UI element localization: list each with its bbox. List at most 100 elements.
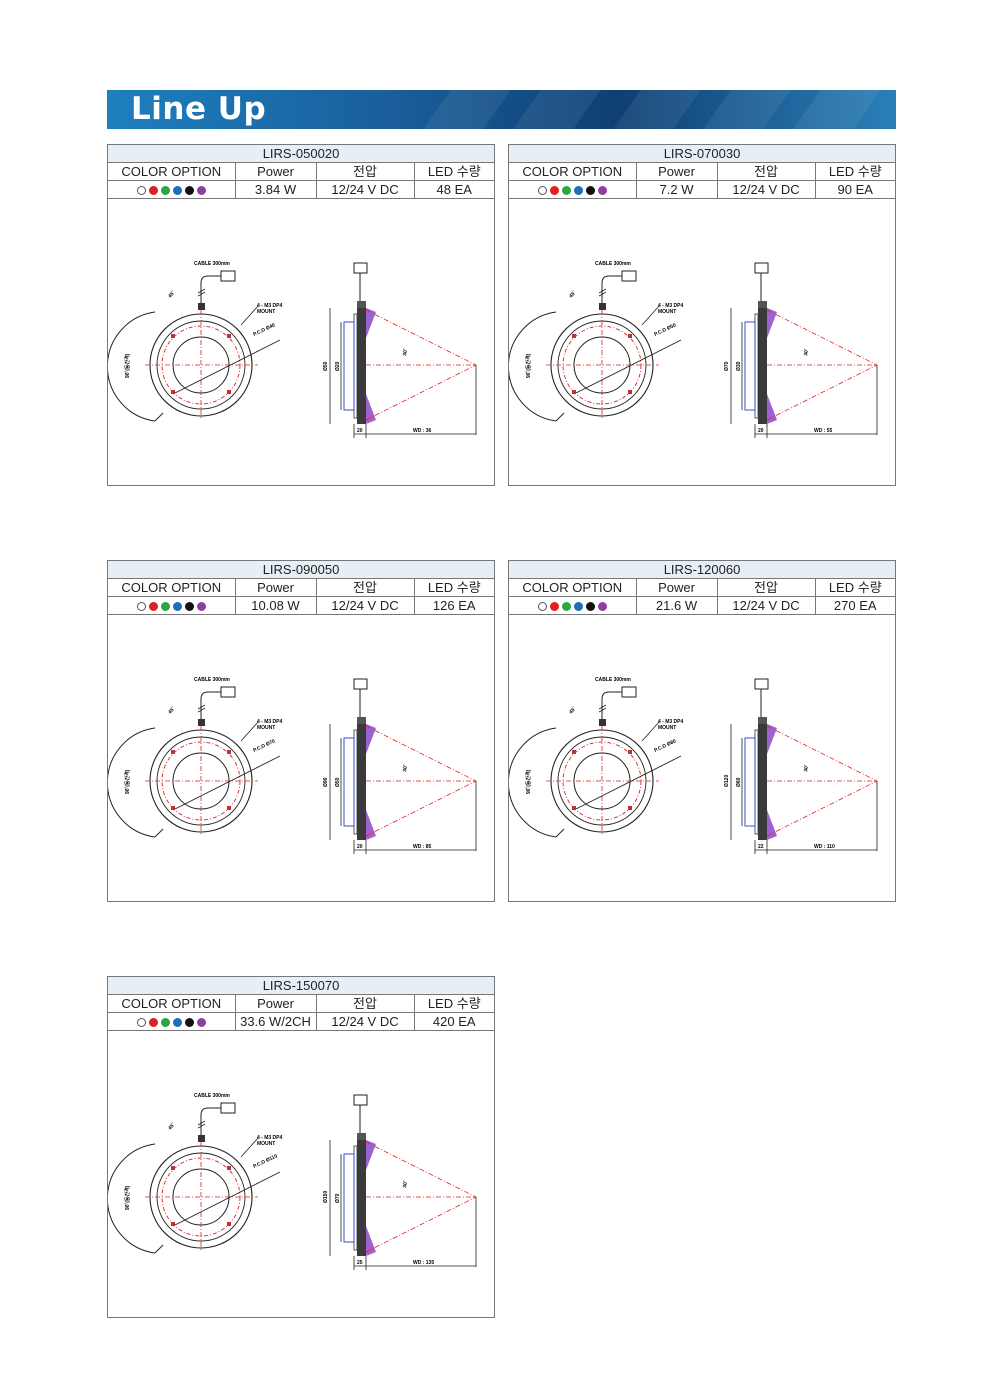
- working-distance-label: WD : 36: [413, 428, 432, 434]
- color-option-dot: [196, 602, 206, 612]
- color-option-dot: [160, 186, 170, 196]
- spec-table: LIRS-090050 COLOR OPTION Power 전압 LED 수량…: [108, 561, 494, 615]
- front-view: CABLE 300mm 4 - M3 DP4 MOUNT P.C.D Ø50 4…: [509, 261, 684, 422]
- inner-diameter-label: Ø20: [335, 361, 341, 371]
- product-card: LIRS-150070 COLOR OPTION Power 전압 LED 수량…: [107, 976, 495, 1318]
- voltage-value: 12/24 V DC: [716, 180, 816, 199]
- mount-label: 4 - M3 DP4: [658, 719, 684, 725]
- spec-table: LIRS-120060 COLOR OPTION Power 전압 LED 수량…: [509, 561, 895, 615]
- color-option-dot: [184, 602, 194, 612]
- front-view: CABLE 300mm 4 - M3 DP4 MOUNT P.C.D Ø80 4…: [509, 677, 684, 838]
- header-power: Power: [635, 578, 718, 597]
- inner-diameter-label: Ø70: [335, 1193, 341, 1203]
- beam-angle-label: 30˚: [802, 348, 810, 357]
- color-option-dot: [148, 602, 158, 612]
- outer-diameter-label: Ø120: [724, 775, 730, 787]
- beam-angle-label: 30˚: [802, 764, 810, 773]
- side-view: Ø120 Ø60 30˚ 22 WD : 110: [724, 678, 878, 854]
- header-power: Power: [234, 162, 317, 181]
- angle-45-label: 45˚: [166, 289, 176, 299]
- power-value: 33.6 W/2CH: [234, 1012, 317, 1031]
- outer-diameter-label: Ø70: [724, 361, 730, 371]
- color-option-dot: [585, 602, 595, 612]
- header-color-option: COLOR OPTION: [108, 162, 236, 181]
- technical-drawing: CABLE 300mm 4 - M3 DP4 MOUNT P.C.D Ø40 4…: [108, 198, 494, 485]
- cable-label: CABLE 300mm: [194, 1093, 230, 1099]
- header-color-option: COLOR OPTION: [509, 162, 637, 181]
- technical-drawing: CABLE 300mm 4 - M3 DP4 MOUNT P.C.D Ø110 …: [108, 1030, 494, 1317]
- model-name: LIRS-070030: [509, 145, 895, 163]
- inner-diameter-label: Ø60: [736, 777, 742, 787]
- color-options: [509, 596, 637, 615]
- color-option-dot: [585, 186, 595, 196]
- header-power: Power: [234, 994, 317, 1013]
- thickness-label: 22: [758, 844, 764, 850]
- spec-table: LIRS-070030 COLOR OPTION Power 전압 LED 수량…: [509, 145, 895, 199]
- inner-diameter-label: Ø30: [736, 361, 742, 371]
- header-led: LED 수량: [413, 162, 494, 181]
- header-led: LED 수량: [413, 578, 494, 597]
- beam-angle-label: 30˚: [401, 348, 409, 357]
- led-count-value: 270 EA: [814, 596, 895, 615]
- voltage-value: 12/24 V DC: [315, 1012, 415, 1031]
- color-option-dot: [148, 186, 158, 196]
- color-options: [108, 180, 236, 199]
- product-card: LIRS-070030 COLOR OPTION Power 전압 LED 수량…: [508, 144, 896, 486]
- color-option-dot: [172, 602, 182, 612]
- front-view: CABLE 300mm 4 - M3 DP4 MOUNT P.C.D Ø70 4…: [108, 677, 283, 838]
- color-option-dot: [573, 602, 583, 612]
- mount-label-2: MOUNT: [257, 309, 275, 315]
- header-power: Power: [234, 578, 317, 597]
- color-option-dot: [597, 602, 607, 612]
- technical-drawing: CABLE 300mm 4 - M3 DP4 MOUNT P.C.D Ø80 4…: [509, 614, 895, 901]
- color-option-dot: [172, 1018, 182, 1028]
- angle-45-label: 45˚: [567, 289, 577, 299]
- outer-diameter-label: Ø150: [323, 1191, 329, 1203]
- color-option-dot: [184, 1018, 194, 1028]
- color-option-dot: [597, 186, 607, 196]
- led-count-value: 48 EA: [413, 180, 494, 199]
- led-count-value: 126 EA: [413, 596, 494, 615]
- angle-45-label: 45˚: [166, 1121, 176, 1131]
- arc-label: 90˚(등간격): [124, 1185, 131, 1210]
- pcd-label: P.C.D Ø110: [252, 1153, 278, 1170]
- thickness-label: 20: [758, 428, 764, 434]
- outer-diameter-label: Ø50: [323, 361, 329, 371]
- beam-angle-label: 30˚: [401, 1180, 409, 1189]
- thickness-label: 20: [357, 428, 363, 434]
- page-title: Line Up: [131, 91, 267, 127]
- model-name: LIRS-120060: [509, 561, 895, 579]
- header-color-option: COLOR OPTION: [108, 578, 236, 597]
- color-option-dot: [573, 186, 583, 196]
- color-option-dot: [537, 186, 547, 196]
- side-view: Ø150 Ø70 30˚ 25 WD : 135: [323, 1094, 477, 1270]
- lineup-banner: Line Up: [107, 90, 896, 129]
- header-voltage: 전압: [315, 578, 415, 597]
- side-view: Ø90 Ø50 30˚ 20 WD : 85: [323, 678, 477, 854]
- color-option-dot: [136, 1018, 146, 1028]
- model-name: LIRS-090050: [108, 561, 494, 579]
- technical-drawing: CABLE 300mm 4 - M3 DP4 MOUNT P.C.D Ø70 4…: [108, 614, 494, 901]
- inner-diameter-label: Ø50: [335, 777, 341, 787]
- header-led: LED 수량: [814, 578, 895, 597]
- led-count-value: 420 EA: [413, 1012, 494, 1031]
- header-led: LED 수량: [814, 162, 895, 181]
- color-option-dot: [136, 186, 146, 196]
- power-value: 10.08 W: [234, 596, 317, 615]
- voltage-value: 12/24 V DC: [315, 596, 415, 615]
- pcd-label: P.C.D Ø80: [653, 738, 677, 753]
- color-option-dot: [184, 186, 194, 196]
- header-led: LED 수량: [413, 994, 494, 1013]
- working-distance-label: WD : 85: [413, 844, 432, 850]
- thickness-label: 25: [357, 1260, 363, 1266]
- cable-label: CABLE 300mm: [194, 261, 230, 267]
- voltage-value: 12/24 V DC: [716, 596, 816, 615]
- color-option-dot: [549, 186, 559, 196]
- arc-label: 90˚(등간격): [124, 769, 131, 794]
- arc-label: 90˚(등간격): [124, 353, 131, 378]
- power-value: 3.84 W: [234, 180, 317, 199]
- arc-label: 90˚(등간격): [525, 353, 532, 378]
- spec-table: LIRS-050020 COLOR OPTION Power 전압 LED 수량…: [108, 145, 494, 199]
- mount-label: 4 - M3 DP4: [257, 1135, 283, 1141]
- color-option-dot: [148, 1018, 158, 1028]
